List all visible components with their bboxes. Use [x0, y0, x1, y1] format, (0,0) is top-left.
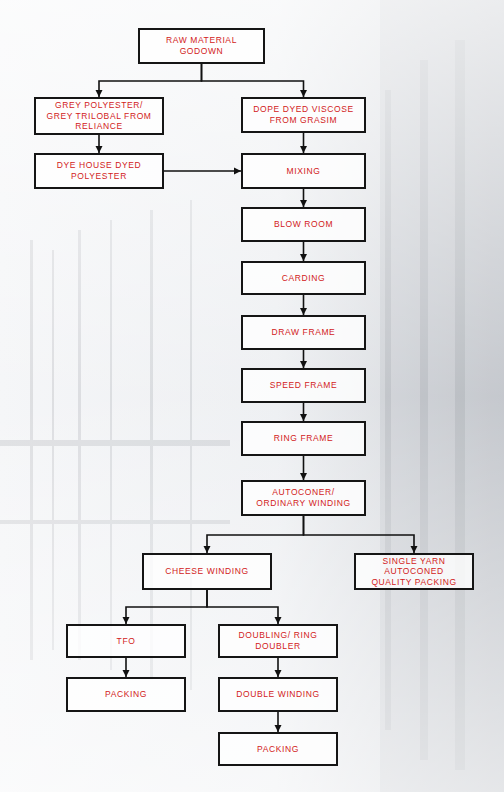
box-label: AUTOCONER/ ORDINARY WINDING	[251, 487, 356, 508]
box-text-group: DRAW FRAME	[272, 327, 336, 338]
box-label: CARDING	[282, 273, 325, 284]
flow-arrow	[99, 64, 202, 97]
flow-arrow	[164, 170, 241, 172]
process-box: DOUBLING/ RING DOUBLER	[218, 624, 338, 658]
process-box: RING FRAME	[241, 421, 366, 456]
flow-arrow	[277, 658, 279, 677]
box-label: DOUBLING/ RING DOUBLER	[238, 630, 318, 651]
box-label: PACKING	[105, 689, 147, 700]
process-box: DOPE DYED VISCOSE FROM GRASIM	[241, 97, 366, 133]
flow-arrow	[125, 658, 127, 677]
process-box: DOUBLE WINDING	[218, 677, 338, 712]
box-label: MIXING	[287, 166, 321, 177]
box-label: GREY POLYESTER/ GREY TRILOBAL FROM RELIA…	[46, 100, 152, 132]
process-box: AUTOCONER/ ORDINARY WINDING	[241, 480, 366, 516]
process-box: SPEED FRAME	[241, 368, 366, 403]
flow-arrow	[98, 135, 100, 153]
flow-arrow	[303, 403, 305, 421]
process-box: DYE HOUSE DYED POLYESTER	[34, 153, 164, 189]
box-label: SPEED FRAME	[270, 380, 338, 391]
box-text-group: PACKING	[257, 744, 299, 755]
box-text-group: DOUBLING/ RING DOUBLER	[238, 630, 318, 651]
process-box: MIXING	[241, 153, 366, 189]
box-text-group: RAW MATERIAL GODOWN	[152, 35, 252, 56]
box-text-group: RING FRAME	[274, 433, 333, 444]
box-text-group: BLOW ROOM	[274, 219, 333, 230]
box-label: DYE HOUSE DYED POLYESTER	[54, 160, 144, 181]
process-box: GREY POLYESTER/ GREY TRILOBAL FROM RELIA…	[34, 97, 164, 135]
process-box: CARDING	[241, 261, 366, 295]
flow-arrow	[303, 189, 305, 207]
box-text-group: SINGLE YARN AUTOCONED QUALITY PACKING	[364, 556, 464, 588]
process-box: RAW MATERIAL GODOWN	[138, 28, 265, 64]
process-box: BLOW ROOM	[241, 207, 366, 242]
flow-arrow	[304, 516, 415, 553]
flow-arrow	[303, 133, 305, 153]
process-box: PACKING	[66, 677, 186, 712]
box-label: PACKING	[257, 744, 299, 755]
box-text-group: CHEESE WINDING	[165, 566, 249, 577]
box-text-group: DOPE DYED VISCOSE FROM GRASIM	[249, 104, 359, 125]
box-label: RING FRAME	[274, 433, 333, 444]
flow-arrow	[126, 590, 207, 624]
box-text-group: PACKING	[105, 689, 147, 700]
box-text-group: DOUBLE WINDING	[236, 689, 320, 700]
flow-arrow	[207, 590, 278, 624]
box-text-group: SPEED FRAME	[270, 380, 338, 391]
box-label: DRAW FRAME	[272, 327, 336, 338]
box-text-group: TFO	[117, 636, 136, 647]
flow-arrow	[303, 456, 305, 480]
box-text-group: DYE HOUSE DYED POLYESTER	[54, 160, 144, 181]
process-box: TFO	[66, 624, 186, 658]
box-label: RAW MATERIAL GODOWN	[152, 35, 252, 56]
flow-arrow	[207, 516, 304, 553]
flow-arrow	[303, 295, 305, 315]
process-box: PACKING	[218, 732, 338, 766]
flow-arrow	[303, 350, 305, 368]
box-text-group: GREY POLYESTER/ GREY TRILOBAL FROM RELIA…	[46, 100, 152, 132]
box-text-group: AUTOCONER/ ORDINARY WINDING	[251, 487, 356, 508]
box-label: TFO	[117, 636, 136, 647]
box-label: BLOW ROOM	[274, 219, 333, 230]
box-label: CHEESE WINDING	[165, 566, 249, 577]
box-label: SINGLE YARN AUTOCONED QUALITY PACKING	[364, 556, 464, 588]
process-box: SINGLE YARN AUTOCONED QUALITY PACKING	[354, 553, 474, 590]
box-label: DOUBLE WINDING	[236, 689, 320, 700]
box-text-group: CARDING	[282, 273, 325, 284]
box-label: DOPE DYED VISCOSE FROM GRASIM	[249, 104, 359, 125]
flow-arrow	[303, 242, 305, 261]
flow-arrow	[202, 64, 304, 97]
flow-arrow	[277, 712, 279, 732]
box-text-group: MIXING	[287, 166, 321, 177]
process-box: CHEESE WINDING	[142, 553, 272, 590]
process-box: DRAW FRAME	[241, 315, 366, 350]
